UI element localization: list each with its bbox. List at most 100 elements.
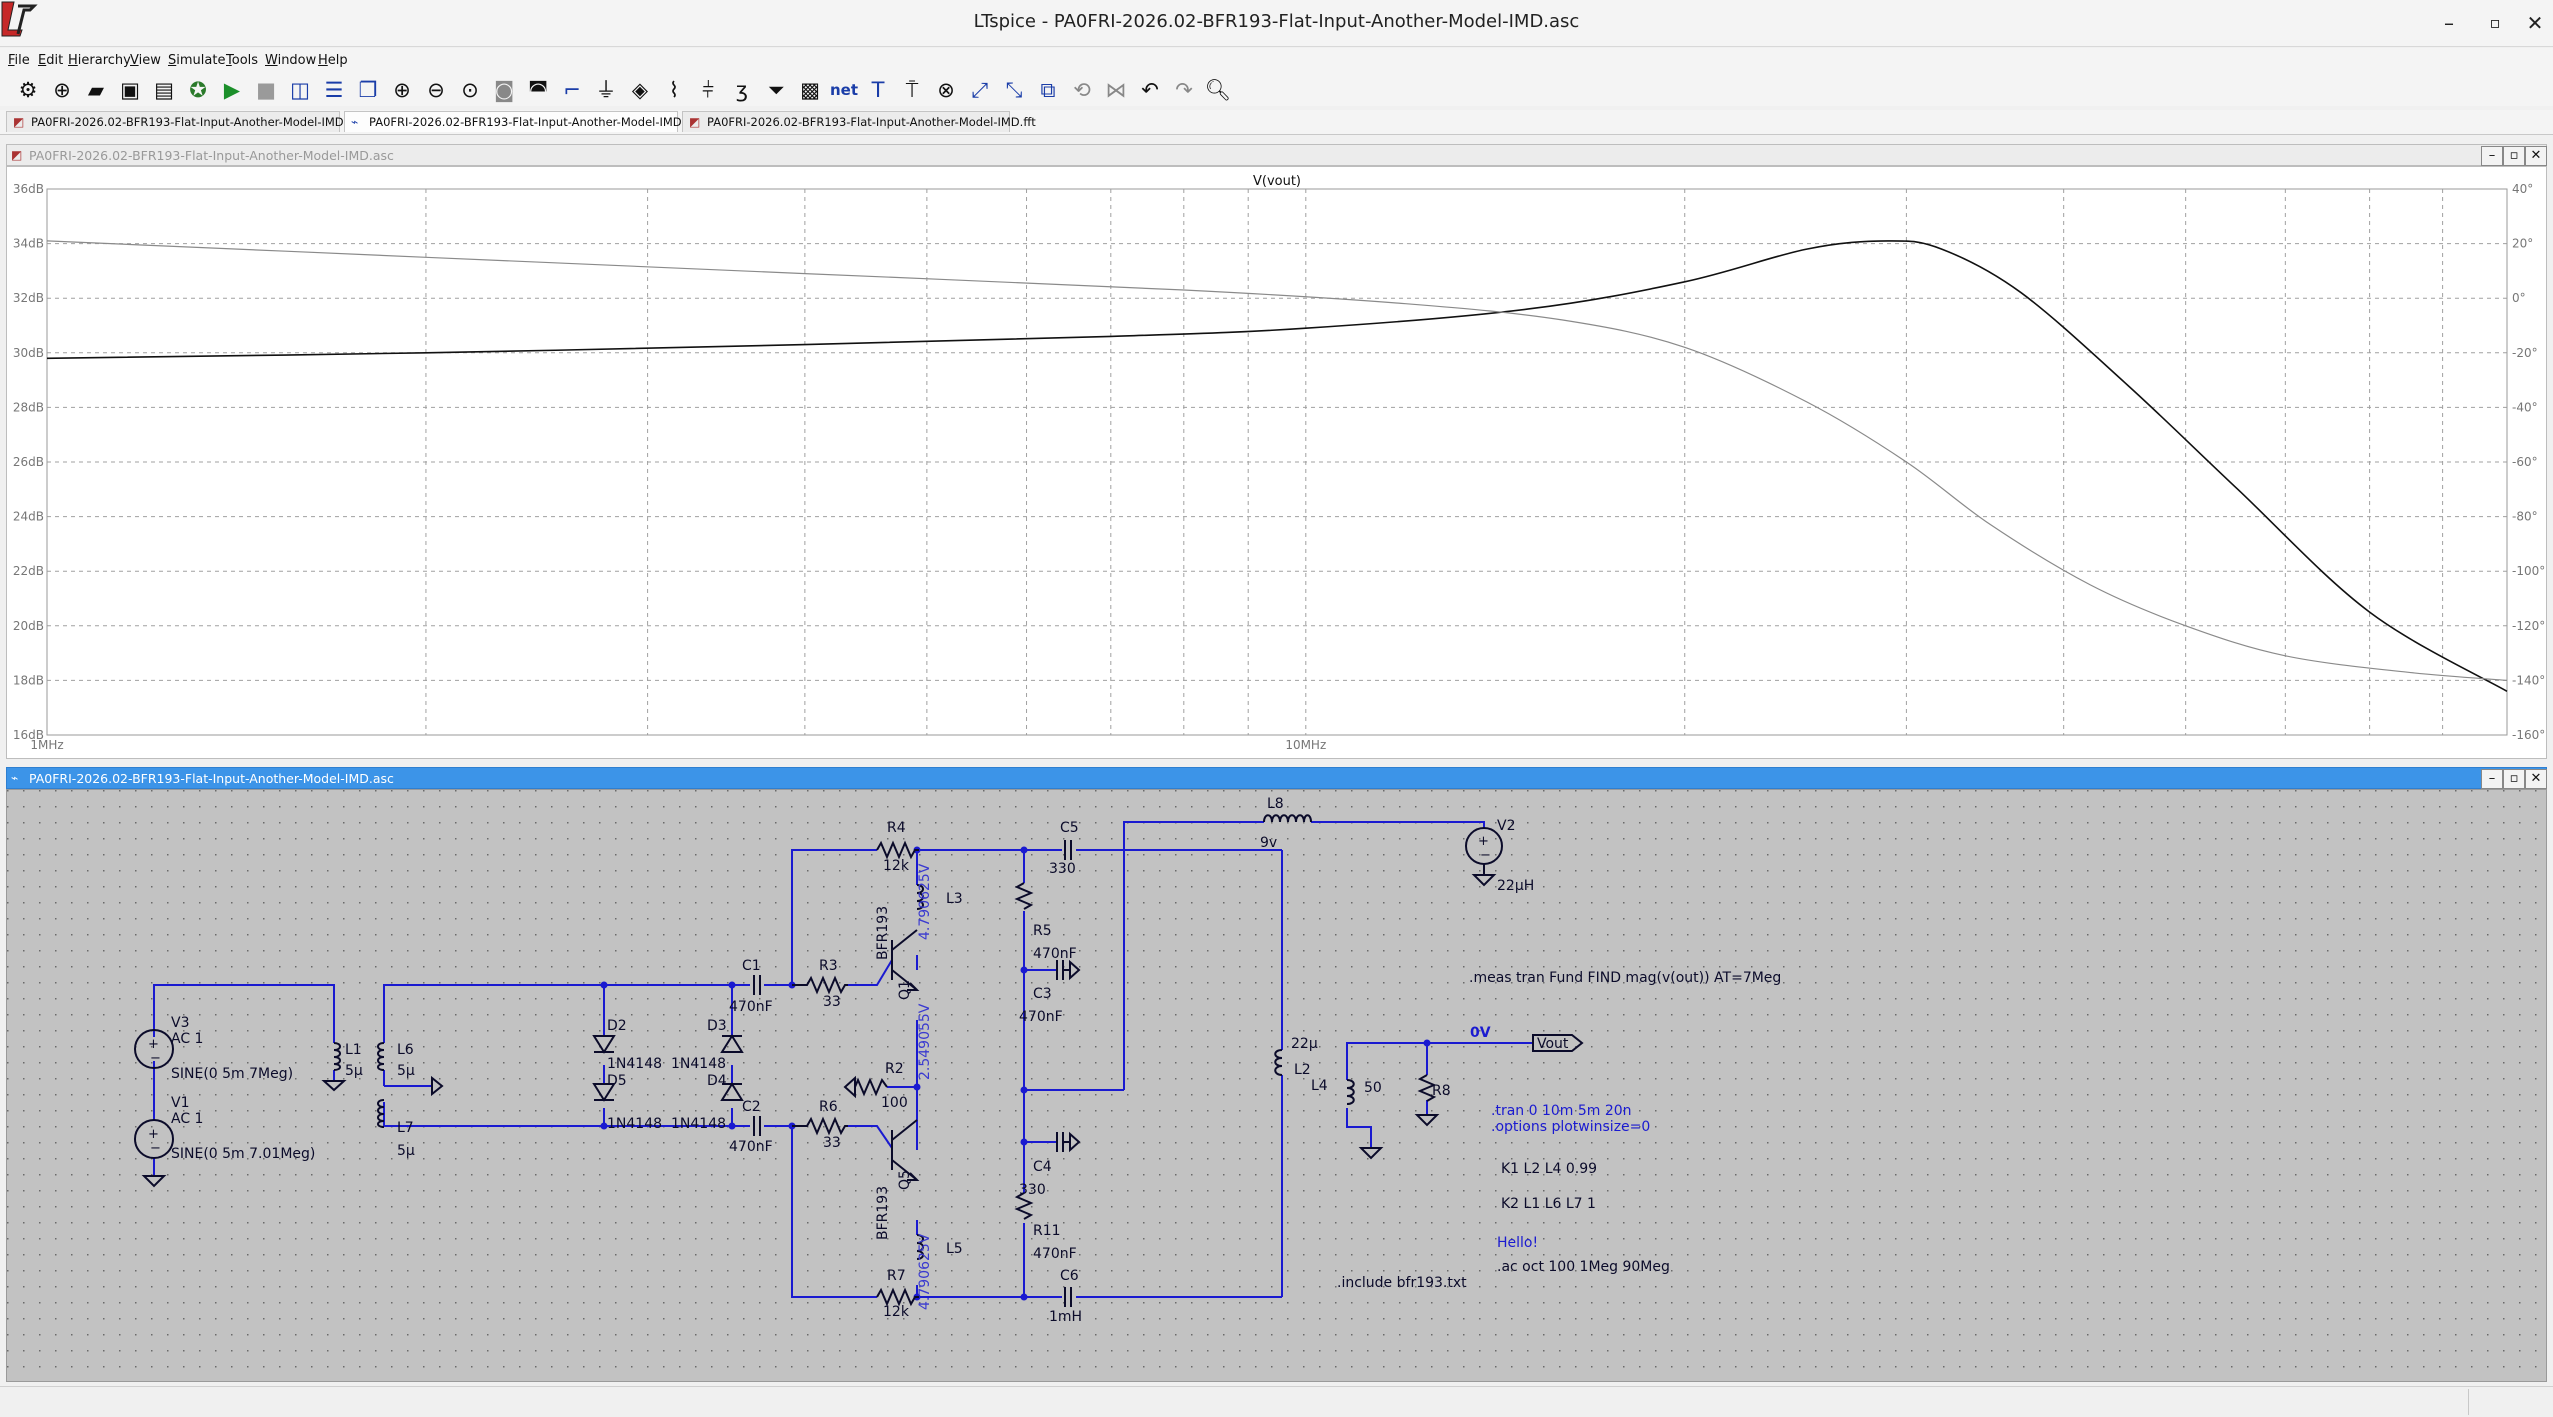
label-l3: L3 — [946, 891, 963, 907]
minimize-button[interactable]: – — [2444, 11, 2454, 35]
close-pane-button[interactable]: ✕ — [2525, 146, 2547, 166]
redo-icon[interactable]: ↷ — [1175, 78, 1193, 102]
directive-tran: .tran 0 10m 5m 20n — [1491, 1103, 1632, 1119]
title-bar: LTspice - PA0FRI-2026.02-BFR193-Flat-Inp… — [0, 0, 2553, 47]
label-r6: R6 — [819, 1099, 838, 1115]
label-v3-sine: SINE(0 5m 7Meg) — [171, 1066, 293, 1082]
voltage-source-v3 — [134, 1029, 174, 1069]
tab-schematic[interactable]: ⌁ PA0FRI-2026.02-BFR193-Flat-Input-Anoth… — [344, 111, 705, 132]
menu-help[interactable]: Help — [318, 53, 348, 68]
delete-icon[interactable]: ⊗ — [937, 78, 955, 102]
inductor-icon[interactable]: ʒ — [735, 78, 749, 102]
window-title: LTspice - PA0FRI-2026.02-BFR193-Flat-Inp… — [973, 11, 1580, 32]
zoom-in-icon[interactable]: ⊕ — [393, 78, 411, 102]
undo-icon[interactable]: ↶ — [1141, 78, 1159, 102]
tab-waveform[interactable]: ◩ PA0FRI-2026.02-BFR193-Flat-Input-Anoth… — [6, 111, 367, 132]
diode-d4 — [720, 1082, 744, 1101]
y-left-tick-label: 36dB — [13, 182, 44, 196]
waveform-window-titlebar[interactable]: ◩ PA0FRI-2026.02-BFR193-Flat-Input-Anoth… — [6, 144, 2547, 166]
move-icon[interactable]: ⤢ — [971, 78, 989, 102]
label-d2-value: 1N4148 — [607, 1056, 662, 1072]
label-net-icon[interactable]: ◈ — [631, 78, 649, 102]
spice-directives[interactable]: .meas tran Fund FIND mag(v(out)) AT=7Meg… — [1337, 970, 1781, 1291]
label-l4: L4 — [1311, 1078, 1328, 1094]
series-phase — [46, 240, 2508, 681]
resistor-icon[interactable]: ⌇ — [668, 78, 680, 102]
menu-hierarchy[interactable]: Hierarchy — [68, 53, 131, 68]
run-play-icon[interactable]: ▶ — [223, 78, 241, 102]
menu-tools[interactable]: Tools — [226, 53, 259, 68]
menu-window[interactable]: Window — [265, 53, 317, 68]
minimize-pane-button[interactable]: – — [2481, 769, 2503, 789]
component-icon[interactable]: ▩ — [800, 78, 820, 102]
autorange-icon[interactable]: ◚ — [527, 78, 549, 102]
component-symbols[interactable] — [134, 814, 1584, 1307]
svg-text:+: + — [148, 1127, 159, 1142]
control-panel-icon[interactable]: ⚙ — [18, 78, 38, 102]
tile-horizontal-icon[interactable]: ☰ — [324, 78, 344, 102]
y-left-tick-label: 16dB — [13, 728, 44, 742]
tab-fft[interactable]: ◩ PA0FRI-2026.02-BFR193-Flat-Input-Anoth… — [682, 111, 1036, 132]
resistor-r11 — [1014, 1192, 1034, 1220]
zoom-out-icon[interactable]: ⊖ — [427, 78, 445, 102]
menu-bar: File Edit Hierarchy View Simulate Tools … — [0, 48, 2553, 74]
open-icon[interactable]: ▰ — [87, 78, 105, 102]
mirror-icon[interactable]: ⋈ — [1105, 78, 1127, 102]
find-icon[interactable]: 🔍︎ — [1204, 78, 1232, 102]
tab-label: PA0FRI-2026.02-BFR193-Flat-Input-Another… — [31, 115, 367, 129]
menu-simulate[interactable]: Simulate — [168, 53, 226, 68]
rotate-icon[interactable]: ⟲ — [1073, 78, 1091, 102]
copy-icon[interactable]: ⧉ — [1040, 78, 1056, 102]
x-tick-label: 10MHz — [1285, 738, 1326, 752]
new-schematic-icon[interactable]: ⊕ — [53, 78, 71, 102]
label-l1: L1 — [345, 1042, 362, 1058]
save-icon[interactable]: ▣ — [120, 78, 140, 102]
run-icon[interactable]: ✪ — [189, 78, 207, 102]
wire-icon[interactable]: ⌐ — [563, 78, 581, 102]
drag-icon[interactable]: ⤡ — [1005, 78, 1023, 102]
ground-icon[interactable]: ⏚ — [595, 78, 617, 102]
menu-edit[interactable]: Edit — [38, 53, 64, 68]
diode-icon[interactable]: ⏷ — [767, 78, 785, 102]
schematic-window-titlebar[interactable]: ⌁ PA0FRI-2026.02-BFR193-Flat-Input-Anoth… — [6, 767, 2547, 789]
directive-ac: .ac oct 100 1Meg 90Meg — [1497, 1259, 1670, 1275]
y-right-tick-label: 0° — [2512, 291, 2526, 305]
label-c1: C1 — [742, 958, 761, 974]
close-pane-button[interactable]: ✕ — [2525, 769, 2547, 789]
bode-plot[interactable]: V(vout) 36dB34dB32dB30dB28dB26dB24dB22dB… — [7, 167, 2546, 758]
menu-file[interactable]: File — [8, 53, 30, 68]
restore-pane-button[interactable]: ▫ — [2503, 146, 2525, 166]
print-icon[interactable]: ▤ — [154, 78, 174, 102]
y-left-tick-label: 28dB — [13, 400, 44, 414]
ground-symbol — [321, 1080, 347, 1092]
schematic-view-svg[interactable]: +− +− +− V3 AC 1 SINE(0 5m 7Meg) V1 AC 1… — [7, 790, 2546, 1381]
directive-k2: K2 L1 L6 L7 1 — [1501, 1196, 1596, 1212]
op-annotation: 2.549055V — [917, 1003, 933, 1080]
label-v2: V2 — [1497, 818, 1515, 834]
spice-directive-icon[interactable]: ⍑ — [905, 78, 919, 102]
schematic-view[interactable]: +− +− +− V3 AC 1 SINE(0 5m 7Meg) V1 AC 1… — [7, 790, 2546, 1381]
zoom-back-icon[interactable]: ◙ — [493, 78, 515, 102]
capacitor-icon[interactable]: ⫩ — [701, 78, 715, 102]
close-button[interactable]: ✕ — [2526, 11, 2544, 35]
label-l7: L7 — [397, 1120, 414, 1136]
halt-icon[interactable]: ■ — [256, 78, 276, 102]
diode-d3 — [720, 1034, 744, 1053]
label-l2: L2 — [1294, 1062, 1311, 1078]
text-icon[interactable]: T — [871, 78, 885, 102]
maximize-button[interactable]: ▫ — [2489, 13, 2501, 32]
restore-pane-button[interactable]: ▫ — [2503, 769, 2525, 789]
minimize-pane-button[interactable]: – — [2481, 146, 2503, 166]
tab-label: PA0FRI-2026.02-BFR193-Flat-Input-Another… — [369, 115, 705, 129]
zoom-fit-icon[interactable]: ⊙ — [461, 78, 479, 102]
label-c2: C2 — [742, 1099, 761, 1115]
net-label-icon[interactable]: net — [830, 81, 859, 99]
cascade-icon[interactable]: ❐ — [358, 78, 378, 102]
schematic-window-title: PA0FRI-2026.02-BFR193-Flat-Input-Another… — [29, 771, 394, 786]
menu-view[interactable]: View — [130, 53, 161, 68]
label-r3-value: 33 — [823, 994, 841, 1010]
tile-vertical-icon[interactable]: ◫ — [290, 78, 310, 102]
inductor-l5 — [916, 1234, 924, 1260]
op-annotation: 4.790625V — [917, 863, 933, 940]
